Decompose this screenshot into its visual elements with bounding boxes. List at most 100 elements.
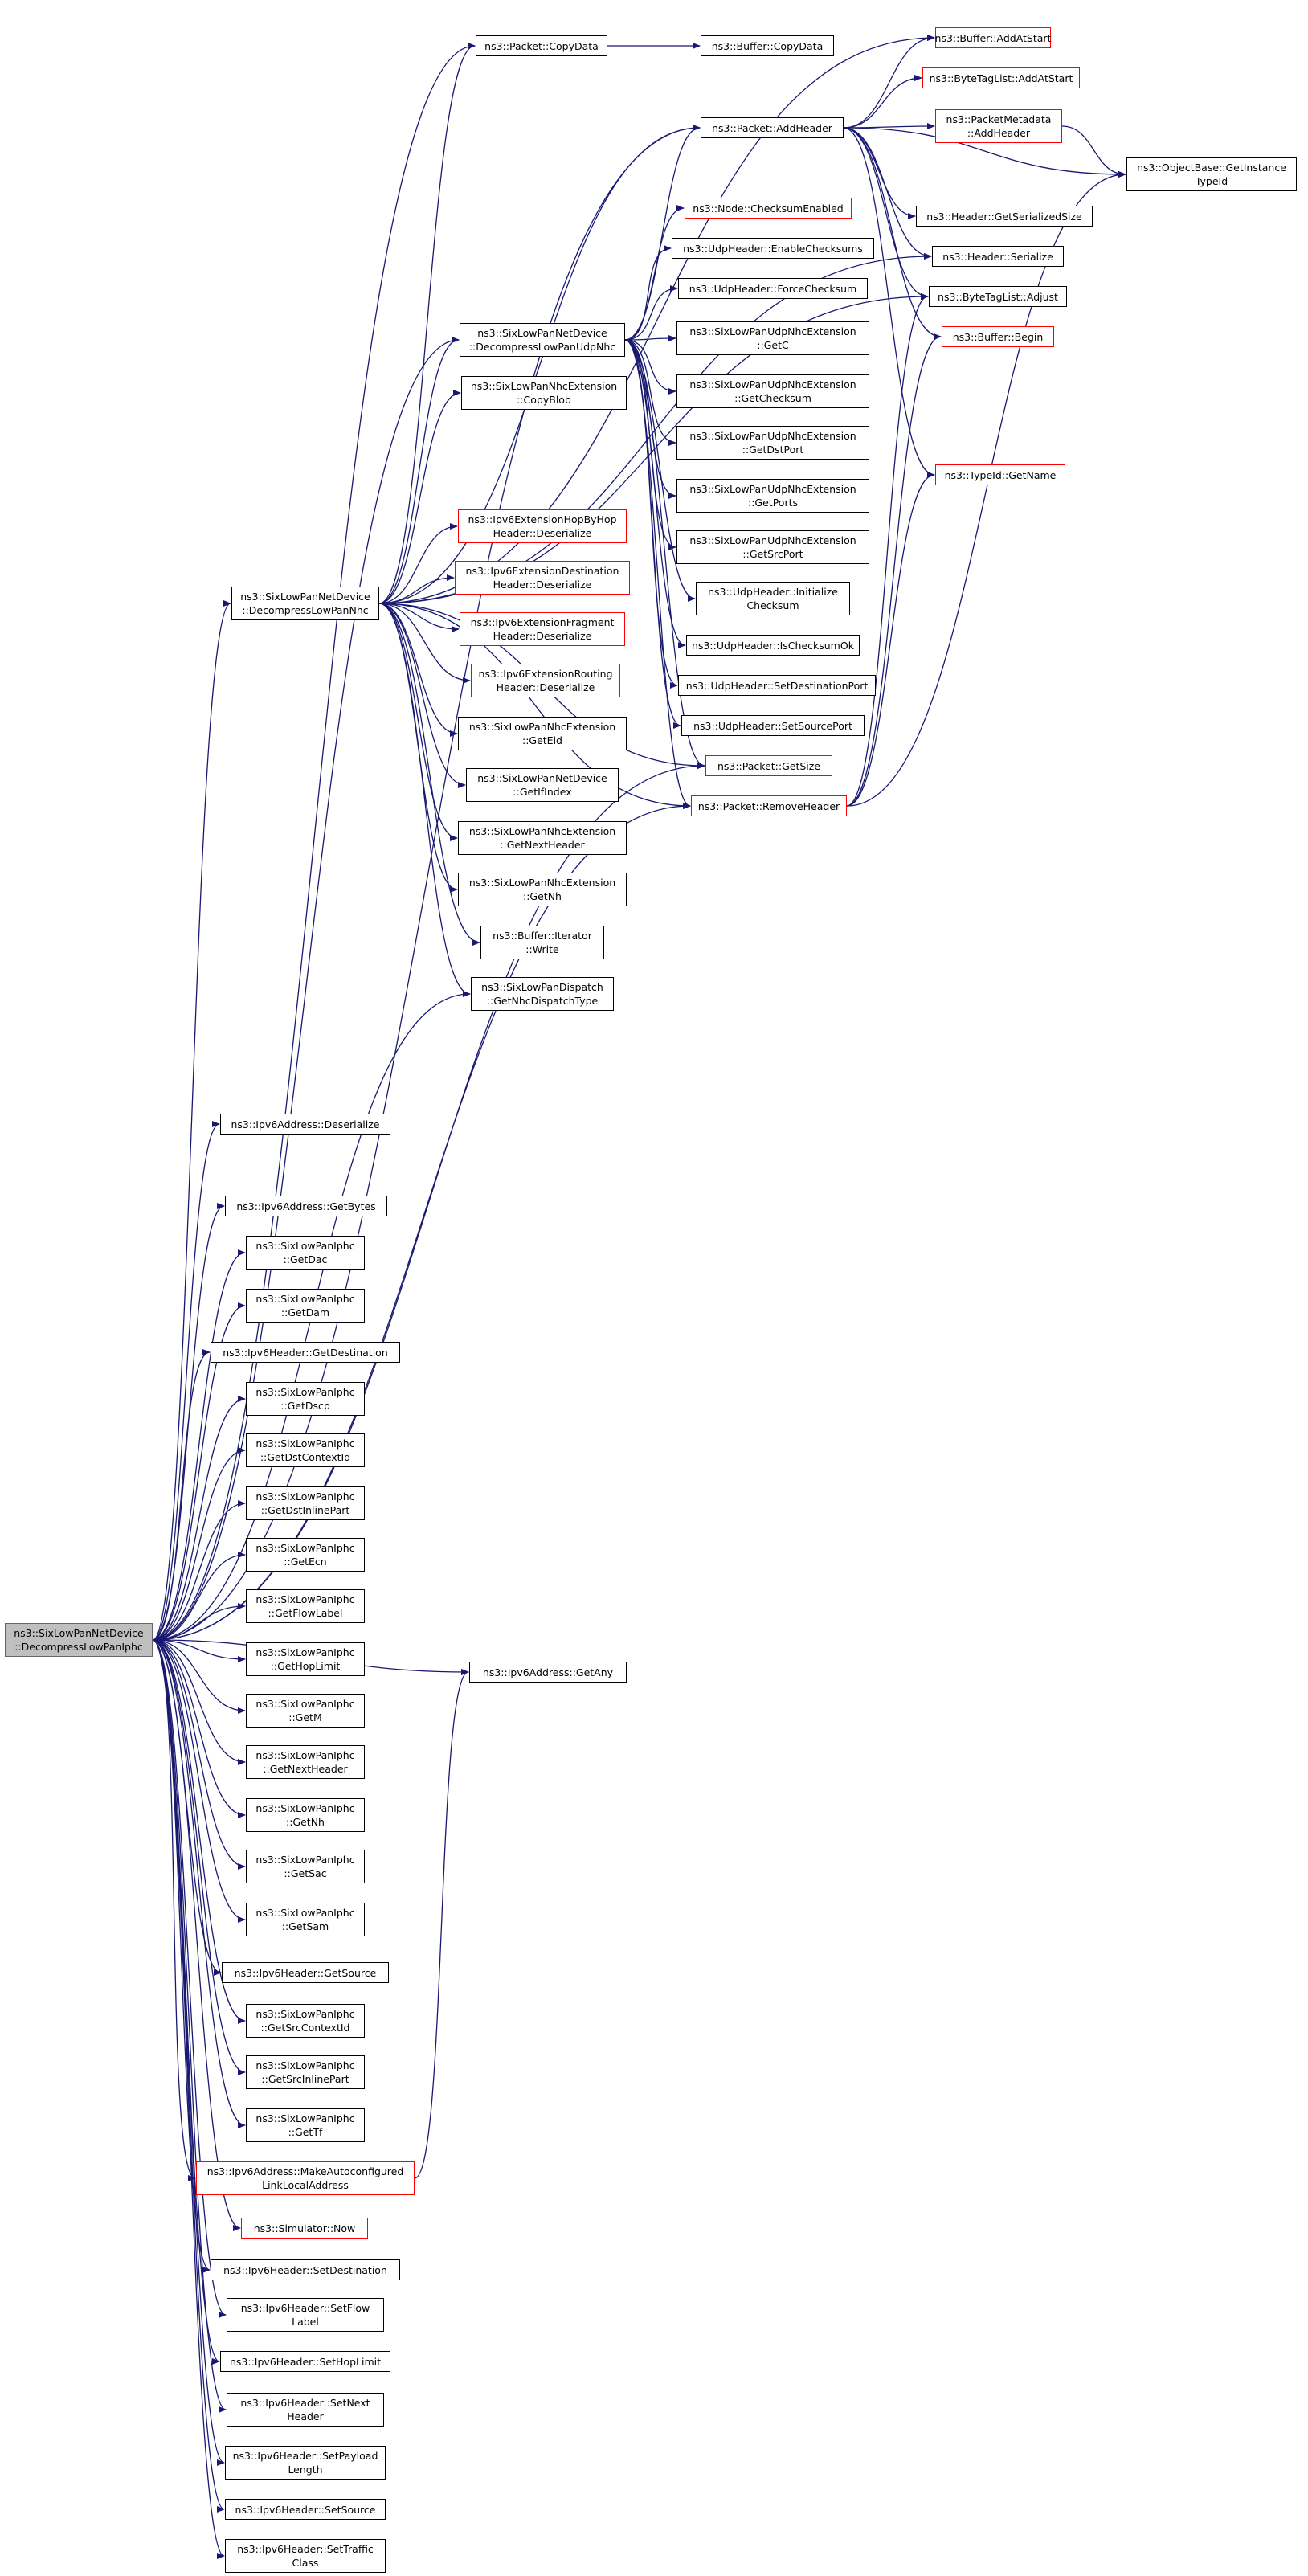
node-iphcgetecn[interactable]: ns3::SixLowPanIphc::GetEcn — [246, 1538, 365, 1572]
node-label-line: ns3::Ipv6ExtensionDestination — [465, 565, 619, 577]
node-iphcgetflowlabel[interactable]: ns3::SixLowPanIphc::GetFlowLabel — [246, 1589, 365, 1623]
node-addheader[interactable]: ns3::Packet::AddHeader — [701, 117, 844, 138]
node-iphcgetdac[interactable]: ns3::SixLowPanIphc::GetDac — [246, 1236, 365, 1270]
call-edge-root-to-removeheader — [152, 803, 691, 1641]
node-nhcgetnextheader[interactable]: ns3::SixLowPanNhcExtension::GetNextHeade… — [458, 821, 627, 855]
node-iphcgethoplimit[interactable]: ns3::SixLowPanIphc::GetHopLimit — [246, 1642, 365, 1676]
node-iphcgetdstinline[interactable]: ns3::SixLowPanIphc::GetDstInlinePart — [246, 1486, 365, 1520]
node-label-line: ns3::SixLowPanIphc — [255, 1698, 355, 1710]
call-edge-dlpn-to-routingdeser — [378, 603, 471, 684]
call-edge-removeheader-to-btladjust — [846, 293, 929, 807]
node-udpgetc[interactable]: ns3::SixLowPanUdpNhcExtension::GetC — [676, 321, 869, 355]
node-label-line: ns3::Ipv6Header::SetNext — [240, 2397, 370, 2409]
node-getifindex[interactable]: ns3::SixLowPanNetDevice::GetIfIndex — [466, 768, 619, 802]
node-label-line: ns3::Ipv6Address::GetBytes — [236, 1200, 376, 1212]
node-iphcgetsrcctx[interactable]: ns3::SixLowPanIphc::GetSrcContextId — [246, 2004, 365, 2038]
node-addatstart[interactable]: ns3::Buffer::AddAtStart — [935, 27, 1051, 48]
node-label-line: ns3::Packet::AddHeader — [712, 121, 832, 134]
node-ipv6hdrgetsource[interactable]: ns3::Ipv6Header::GetSource — [222, 1962, 389, 1983]
node-label-line: ns3::Buffer::Iterator — [493, 930, 592, 942]
node-label-line: ns3::Ipv6Address::MakeAutoconfigured — [206, 2165, 404, 2177]
node-bufbegin[interactable]: ns3::Buffer::Begin — [942, 326, 1054, 347]
node-iphcgetnextheader[interactable]: ns3::SixLowPanIphc::GetNextHeader — [246, 1745, 365, 1779]
node-label-line: ns3::SixLowPanNetDevice — [14, 1627, 144, 1639]
node-sethoplimit[interactable]: ns3::Ipv6Header::SetHopLimit — [220, 2351, 390, 2372]
node-setsource[interactable]: ns3::Ipv6Header::SetSource — [225, 2499, 386, 2520]
node-label-line: ns3::Ipv6ExtensionHopByHop — [468, 513, 617, 525]
node-cpdata[interactable]: ns3::Packet::CopyData — [476, 35, 607, 56]
node-nhcgeteid[interactable]: ns3::SixLowPanNhcExtension::GetEid — [458, 717, 627, 750]
node-pmaddheader[interactable]: ns3::PacketMetadata::AddHeader — [935, 109, 1062, 143]
node-iphcgetm[interactable]: ns3::SixLowPanIphc::GetM — [246, 1694, 365, 1728]
node-label-line: ns3::ObjectBase::GetInstance — [1137, 162, 1286, 174]
node-ipv6addrgetbytes[interactable]: ns3::Ipv6Address::GetBytes — [225, 1196, 387, 1216]
node-packetgetsize[interactable]: ns3::Packet::GetSize — [705, 755, 832, 776]
call-edge-dlpu-to-udpgetc — [624, 335, 676, 342]
node-setdestination[interactable]: ns3::Ipv6Header::SetDestination — [211, 2259, 400, 2280]
node-ischecksumok[interactable]: ns3::UdpHeader::IsChecksumOk — [686, 635, 860, 656]
node-setsrcport[interactable]: ns3::UdpHeader::SetSourcePort — [681, 715, 865, 736]
node-label-line: ns3::Ipv6Address::Deserialize — [231, 1118, 380, 1131]
node-setdstport[interactable]: ns3::UdpHeader::SetDestinationPort — [678, 675, 876, 696]
node-iphcgetsac[interactable]: ns3::SixLowPanIphc::GetSac — [246, 1850, 365, 1883]
node-label-line: Class — [292, 2557, 319, 2569]
call-edge-root-to-iphcgetm — [152, 1639, 246, 1714]
node-iphcgetnh[interactable]: ns3::SixLowPanIphc::GetNh — [246, 1798, 365, 1832]
node-iphcgetdam[interactable]: ns3::SixLowPanIphc::GetDam — [246, 1289, 365, 1323]
call-edge-dlpn-to-getnhcdispatch — [378, 603, 471, 997]
call-edge-dlpu-to-checksumenabled — [624, 205, 685, 341]
node-ipv6hdrgetdest[interactable]: ns3::Ipv6Header::GetDestination — [211, 1342, 400, 1363]
node-btladjust[interactable]: ns3::ByteTagList::Adjust — [929, 286, 1067, 307]
node-btladdatstart[interactable]: ns3::ByteTagList::AddAtStart — [922, 67, 1080, 88]
node-forcechecksum[interactable]: ns3::UdpHeader::ForceChecksum — [678, 278, 868, 299]
node-getnhcdispatch[interactable]: ns3::SixLowPanDispatch::GetNhcDispatchTy… — [471, 977, 614, 1011]
call-edge-root-to-iphcgetdam — [152, 1302, 246, 1641]
node-dlpn[interactable]: ns3::SixLowPanNetDevice::DecompressLowPa… — [231, 587, 379, 620]
node-iphcgetdscp[interactable]: ns3::SixLowPanIphc::GetDscp — [246, 1382, 365, 1416]
node-label-line: Checksum — [746, 599, 799, 611]
call-edge-dlpu-to-addheader — [624, 125, 701, 341]
node-bufiterwrite[interactable]: ns3::Buffer::Iterator::Write — [480, 926, 604, 959]
node-bufcpdata[interactable]: ns3::Buffer::CopyData — [701, 35, 834, 56]
node-typeidgetname[interactable]: ns3::TypeId::GetName — [935, 464, 1065, 485]
call-edge-dlpu-to-enablechecksums — [624, 245, 672, 341]
node-udpgetchecksum[interactable]: ns3::SixLowPanUdpNhcExtension::GetChecks… — [676, 374, 869, 408]
node-iphcgetsrcinline[interactable]: ns3::SixLowPanIphc::GetSrcInlinePart — [246, 2055, 365, 2089]
node-iphcgettf[interactable]: ns3::SixLowPanIphc::GetTf — [246, 2108, 365, 2142]
node-label-line: ns3::Ipv6Header::SetSource — [235, 2503, 376, 2516]
node-simnow[interactable]: ns3::Simulator::Now — [241, 2218, 368, 2239]
node-root: ns3::SixLowPanNetDevice::DecompressLowPa… — [5, 1623, 153, 1657]
node-hdrserialize[interactable]: ns3::Header::Serialize — [932, 246, 1064, 267]
node-label-line: ns3::SixLowPanNhcExtension — [468, 825, 616, 837]
node-checksumenabled[interactable]: ns3::Node::ChecksumEnabled — [685, 198, 852, 219]
node-label-line: ::GetDstInlinePart — [260, 1504, 350, 1516]
node-iphcgetsam[interactable]: ns3::SixLowPanIphc::GetSam — [246, 1903, 365, 1936]
call-edge-addheader-to-getinstancetypeid — [843, 127, 1126, 178]
node-getserializedsize[interactable]: ns3::Header::GetSerializedSize — [916, 206, 1093, 227]
node-dlpu[interactable]: ns3::SixLowPanNetDevice::DecompressLowPa… — [460, 323, 625, 357]
node-udpgetsrcport[interactable]: ns3::SixLowPanUdpNhcExtension::GetSrcPor… — [676, 530, 869, 564]
call-edge-dlpn-to-bufiterwrite — [378, 603, 480, 946]
node-ipv6addrgetany[interactable]: ns3::Ipv6Address::GetAny — [469, 1662, 627, 1683]
node-nhcgetnh[interactable]: ns3::SixLowPanNhcExtension::GetNh — [458, 873, 627, 906]
call-edge-dlpu-to-setsrcport — [624, 339, 681, 729]
node-enablechecksums[interactable]: ns3::UdpHeader::EnableChecksums — [672, 238, 874, 259]
node-iphcgetdstctx[interactable]: ns3::SixLowPanIphc::GetDstContextId — [246, 1433, 365, 1467]
node-udpgetports[interactable]: ns3::SixLowPanUdpNhcExtension::GetPorts — [676, 479, 869, 513]
node-copyblob[interactable]: ns3::SixLowPanNhcExtension::CopyBlob — [461, 376, 627, 410]
node-removeheader[interactable]: ns3::Packet::RemoveHeader — [691, 795, 847, 816]
node-ipv6addrdeser[interactable]: ns3::Ipv6Address::Deserialize — [220, 1114, 390, 1135]
node-udpgetdstport[interactable]: ns3::SixLowPanUdpNhcExtension::GetDstPor… — [676, 426, 869, 460]
node-label-line: ns3::Packet::RemoveHeader — [697, 799, 840, 812]
